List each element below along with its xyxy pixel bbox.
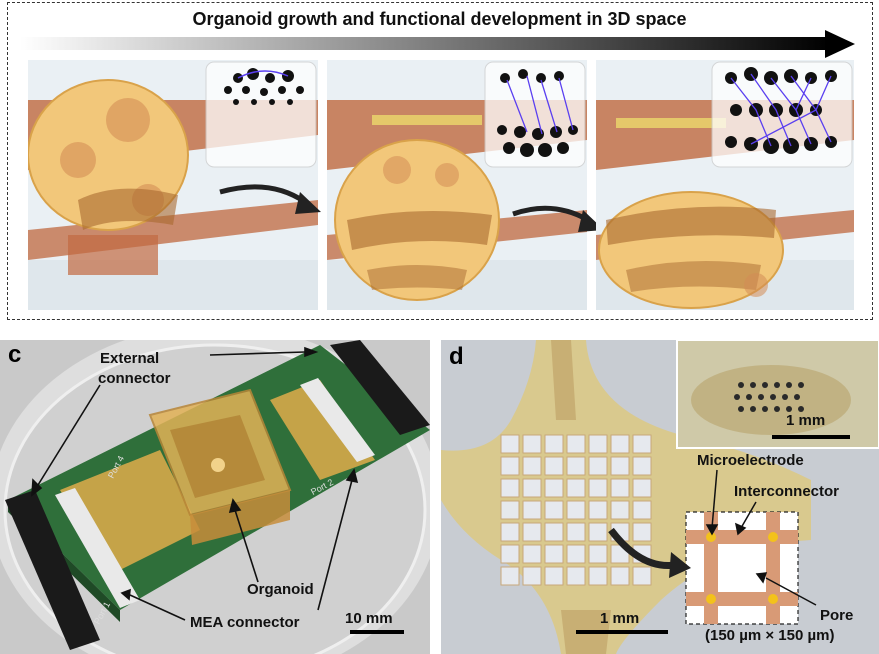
organoid-label: Organoid [247, 581, 314, 598]
stage-2-illustration [327, 60, 587, 310]
pore-label: Pore [820, 607, 854, 624]
external-connector-label-line1: External [100, 350, 160, 367]
inset-scale-bar [772, 435, 850, 439]
panel-c-pointer-lines [31, 346, 359, 621]
panel-d-letter: d [449, 343, 464, 370]
top-panel [7, 2, 873, 320]
curved-arrow-1 [219, 184, 321, 214]
microelectrode-label: Microelectrode [697, 452, 804, 469]
mea-connector-label: MEA connector [190, 614, 300, 631]
panel-c-scale-label: 10 mm [345, 610, 393, 627]
interconnector-label: Interconnector [734, 483, 840, 500]
stage-3-illustration [596, 60, 854, 310]
inset-scale-label: 1 mm [786, 412, 826, 429]
external-connector-label-line2: connector [98, 370, 171, 387]
pore-size-label: (150 µm × 150 µm) [705, 627, 835, 644]
curved-arrow-2 [512, 205, 604, 232]
panel-c-scale-bar [350, 630, 404, 634]
main-scale-label: 1 mm [600, 610, 640, 627]
panel-c-photo [0, 340, 430, 654]
top-title: Organoid growth and functional developme… [192, 9, 687, 29]
panel-d-pointer-lines [705, 469, 817, 606]
panel-c-letter: c [8, 341, 22, 368]
stage-1-illustration [28, 60, 318, 310]
growth-arrow [20, 30, 855, 58]
panel-d-photo [441, 340, 879, 654]
main-scale-bar [576, 630, 668, 634]
